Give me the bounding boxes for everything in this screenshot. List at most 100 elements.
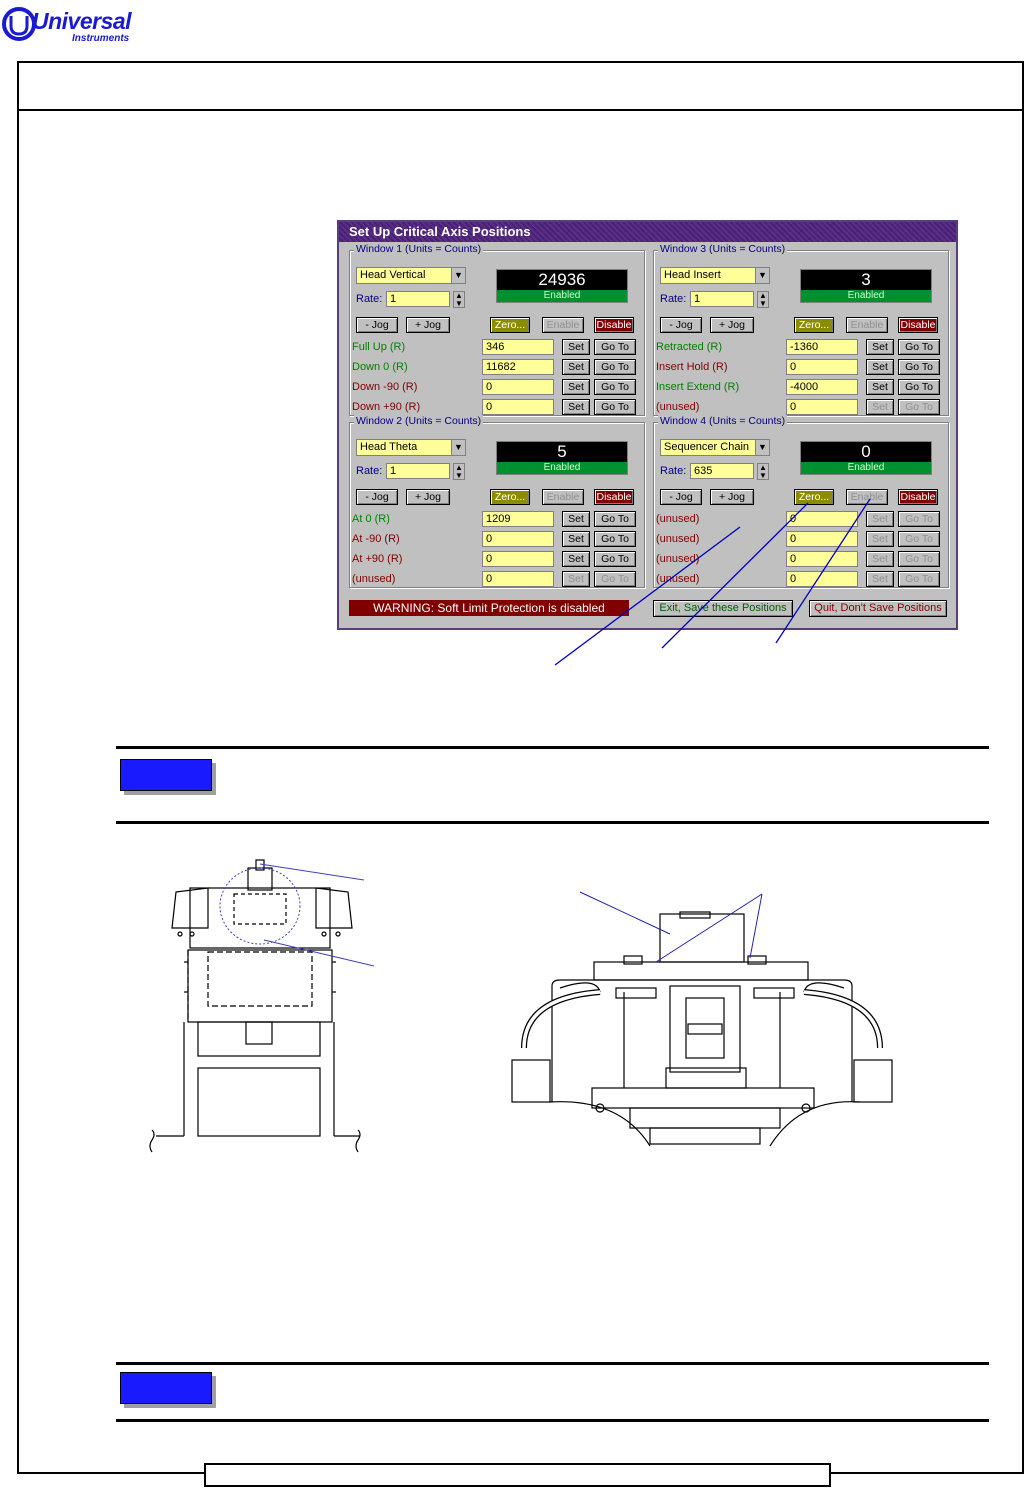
goto-button[interactable]: Go To — [594, 359, 636, 375]
rate-input[interactable]: 1 — [386, 463, 450, 479]
rate-input[interactable]: 635 — [690, 463, 754, 479]
chevron-down-icon[interactable]: ▼ — [451, 268, 465, 283]
position-value-input[interactable]: 0 — [786, 399, 858, 415]
set-button[interactable]: Set — [562, 531, 590, 547]
goto-button[interactable]: Go To — [594, 379, 636, 395]
set-button[interactable]: Set — [562, 359, 590, 375]
set-button[interactable]: Set — [866, 359, 894, 375]
enable-button[interactable]: Enable — [846, 317, 888, 333]
chevron-down-icon[interactable]: ▼ — [755, 268, 769, 283]
position-row-label: Retracted (R) — [656, 341, 723, 353]
goto-button[interactable]: Go To — [898, 571, 940, 587]
set-button[interactable]: Set — [562, 399, 590, 415]
position-value-input[interactable]: 0 — [786, 359, 858, 375]
position-value-input[interactable]: 0 — [786, 551, 858, 567]
disable-button[interactable]: Disable — [594, 489, 634, 505]
jog-minus-button[interactable]: - Jog — [660, 317, 702, 333]
axis-select[interactable]: Head Insert▼ — [660, 267, 770, 284]
set-button[interactable]: Set — [866, 571, 894, 587]
jog-plus-button[interactable]: + Jog — [406, 317, 450, 333]
goto-button[interactable]: Go To — [898, 379, 940, 395]
goto-button[interactable]: Go To — [898, 511, 940, 527]
position-value: 3 — [861, 270, 871, 289]
set-button[interactable]: Set — [866, 551, 894, 567]
jog-plus-button[interactable]: + Jog — [406, 489, 450, 505]
position-value-text: 0 — [486, 533, 493, 545]
goto-button[interactable]: Go To — [594, 511, 636, 527]
goto-button[interactable]: Go To — [898, 551, 940, 567]
jog-minus-button[interactable]: - Jog — [356, 489, 398, 505]
position-value-input[interactable]: 346 — [482, 339, 554, 355]
set-button[interactable]: Set — [866, 339, 894, 355]
position-value-input[interactable]: 0 — [482, 571, 554, 587]
set-button[interactable]: Set — [562, 379, 590, 395]
quit-button[interactable]: Quit, Don't Save Positions — [809, 600, 947, 617]
position-value-text: 0 — [790, 573, 797, 585]
dialog-title-bar: Set Up Critical Axis Positions — [339, 222, 956, 242]
axis-select[interactable]: Sequencer Chain▼ — [660, 439, 770, 456]
jog-minus-button[interactable]: - Jog — [660, 489, 702, 505]
goto-button[interactable]: Go To — [594, 339, 636, 355]
position-value-input[interactable]: 11682 — [482, 359, 554, 375]
zero-button[interactable]: Zero... — [490, 317, 530, 333]
soft-limit-warning: WARNING: Soft Limit Protection is disabl… — [349, 600, 629, 616]
rate-value: 635 — [694, 465, 713, 477]
position-row-label: Down -90 (R) — [352, 381, 418, 393]
jog-minus-button[interactable]: - Jog — [356, 317, 398, 333]
disable-button[interactable]: Disable — [594, 317, 634, 333]
position-value-input[interactable]: 0 — [786, 571, 858, 587]
goto-button[interactable]: Go To — [898, 339, 940, 355]
set-button[interactable]: Set — [562, 511, 590, 527]
enable-button[interactable]: Enable — [542, 317, 584, 333]
enable-button[interactable]: Enable — [542, 489, 584, 505]
set-button[interactable]: Set — [866, 379, 894, 395]
zero-button[interactable]: Zero... — [490, 489, 530, 505]
set-button[interactable]: Set — [562, 571, 590, 587]
goto-button[interactable]: Go To — [594, 531, 636, 547]
goto-button[interactable]: Go To — [594, 551, 636, 567]
goto-button[interactable]: Go To — [898, 399, 940, 415]
position-value-input[interactable]: 0 — [786, 531, 858, 547]
position-row-label: Down +90 (R) — [352, 401, 421, 413]
rate-spinner-icon[interactable]: ▲▼ — [453, 463, 465, 480]
jog-plus-button[interactable]: + Jog — [710, 317, 754, 333]
set-button[interactable]: Set — [866, 511, 894, 527]
axis-window-4: Window 4 (Units = Counts)Sequencer Chain… — [653, 415, 949, 588]
position-value-input[interactable]: 0 — [482, 531, 554, 547]
rate-spinner-icon[interactable]: ▲▼ — [757, 463, 769, 480]
rate-spinner-icon[interactable]: ▲▼ — [757, 291, 769, 308]
goto-button[interactable]: Go To — [594, 571, 636, 587]
set-button[interactable]: Set — [562, 551, 590, 567]
disable-button[interactable]: Disable — [898, 317, 938, 333]
jog-plus-button[interactable]: + Jog — [710, 489, 754, 505]
axis-select[interactable]: Head Theta▼ — [356, 439, 466, 456]
rate-spinner-icon[interactable]: ▲▼ — [453, 291, 465, 308]
set-button[interactable]: Set — [866, 399, 894, 415]
exit-save-button[interactable]: Exit, Save these Positions — [653, 600, 793, 617]
zero-button[interactable]: Zero... — [794, 317, 834, 333]
set-button[interactable]: Set — [866, 531, 894, 547]
position-value-text: 0 — [486, 381, 493, 393]
position-row-label: At 0 (R) — [352, 513, 390, 525]
goto-button[interactable]: Go To — [594, 399, 636, 415]
chevron-down-icon[interactable]: ▼ — [755, 440, 769, 455]
rate-input[interactable]: 1 — [690, 291, 754, 307]
position-value-input[interactable]: 1209 — [482, 511, 554, 527]
position-value-input[interactable]: 0 — [482, 379, 554, 395]
position-value-input[interactable]: 0 — [482, 399, 554, 415]
chevron-down-icon[interactable]: ▼ — [451, 440, 465, 455]
goto-button[interactable]: Go To — [898, 359, 940, 375]
position-value-input[interactable]: 0 — [786, 511, 858, 527]
position-value-input[interactable]: -1360 — [786, 339, 858, 355]
rate-input[interactable]: 1 — [386, 291, 450, 307]
position-value-input[interactable]: -4000 — [786, 379, 858, 395]
zero-button[interactable]: Zero... — [794, 489, 834, 505]
goto-button[interactable]: Go To — [898, 531, 940, 547]
position-value-input[interactable]: 0 — [482, 551, 554, 567]
set-button[interactable]: Set — [562, 339, 590, 355]
axis-window-2: Window 3 (Units = Counts)Head Insert▼Rat… — [653, 243, 949, 416]
axis-select[interactable]: Head Vertical▼ — [356, 267, 466, 284]
enable-button[interactable]: Enable — [846, 489, 888, 505]
disable-button[interactable]: Disable — [898, 489, 938, 505]
